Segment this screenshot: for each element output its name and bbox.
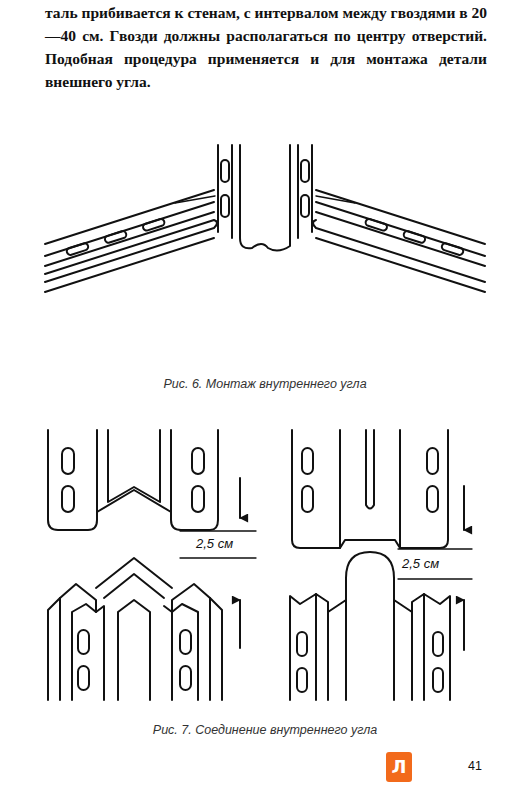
dimension-label: 2,5 см [402, 556, 439, 572]
left-strip [45, 190, 217, 292]
lower-channel-pieces [48, 558, 222, 700]
dimension-marks [180, 478, 256, 648]
figure-caption: Рис. 7. Соединение внутреннего угла [80, 722, 450, 738]
upper-corner-piece-b [292, 430, 448, 548]
logo-badge [386, 752, 412, 782]
figure-caption: Рис. 6. Монтаж внутреннего угла [90, 376, 440, 392]
page-number: 41 [460, 758, 490, 774]
right-strip [313, 190, 485, 292]
dimension-label: 2,5 см [196, 536, 233, 552]
dimension-marks-b [398, 486, 472, 650]
watermark-logo: Л [386, 756, 412, 778]
upper-corner-piece [48, 430, 218, 530]
lower-channel-piece-b [290, 552, 450, 700]
body-text: таль прибивается к стенам, с интервалом … [45, 1, 487, 93]
inner-corner-piece [218, 145, 312, 251]
